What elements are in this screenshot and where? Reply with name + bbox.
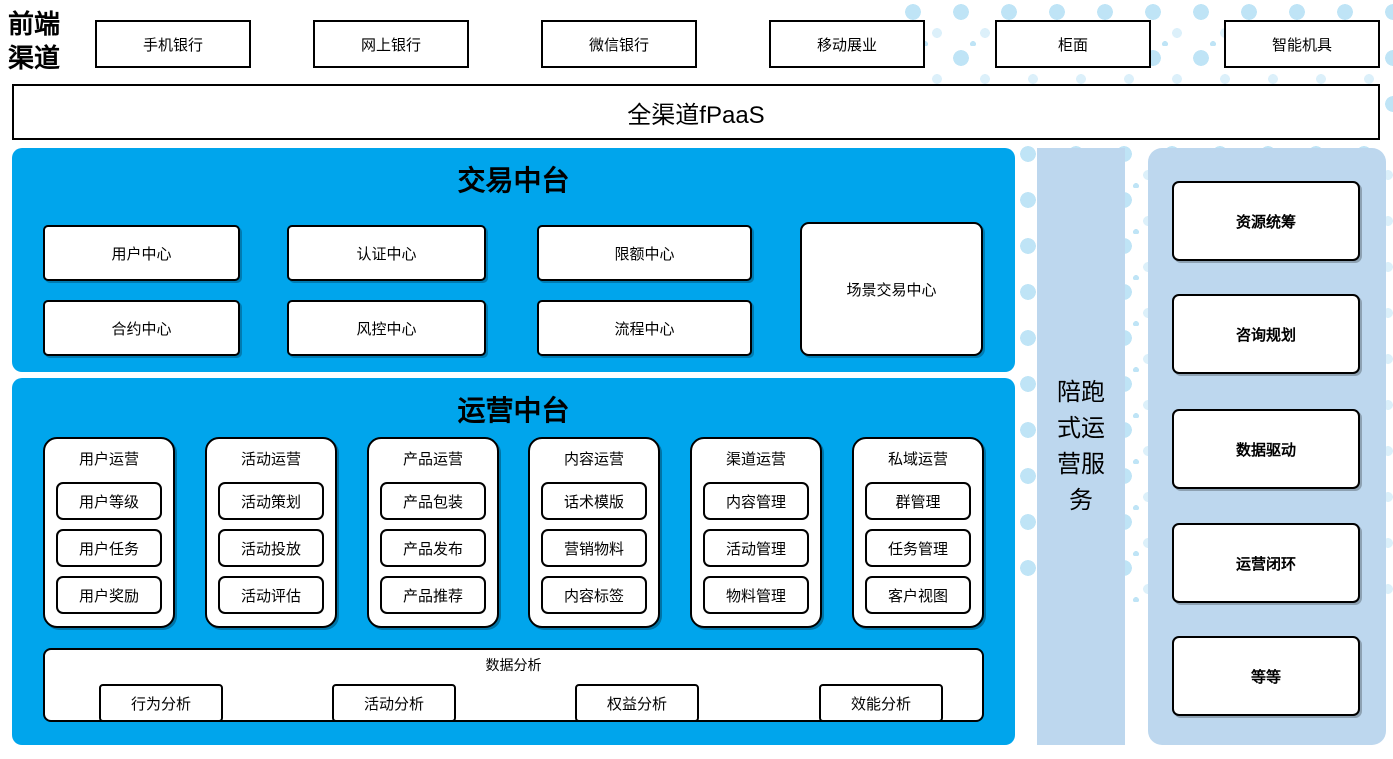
group-item: 内容管理 bbox=[703, 482, 809, 520]
center-box-process: 流程中心 bbox=[537, 300, 752, 356]
group-title: 渠道运营 bbox=[725, 451, 786, 468]
analysis-item-activity: 活动分析 bbox=[332, 684, 456, 722]
group-item: 任务管理 bbox=[865, 529, 971, 567]
service-box-resource-coordination: 资源统筹 bbox=[1172, 181, 1360, 261]
group-item: 客户视图 bbox=[865, 576, 971, 614]
accompanying-service-strip: 陪跑式运营服务 bbox=[1037, 148, 1125, 745]
center-box-risk: 风控中心 bbox=[287, 300, 486, 356]
group-user-operation: 用户运营 用户等级 用户任务 用户奖励 bbox=[43, 437, 175, 628]
group-item: 活动策划 bbox=[218, 482, 324, 520]
group-channel-operation: 渠道运营 内容管理 活动管理 物料管理 bbox=[690, 437, 822, 628]
group-item: 产品推荐 bbox=[380, 576, 486, 614]
channel-box-wechat-banking: 微信银行 bbox=[541, 20, 697, 68]
group-content-operation: 内容运营 话术模版 营销物料 内容标签 bbox=[528, 437, 660, 628]
fpaas-bar: 全渠道fPaaS bbox=[12, 84, 1380, 140]
center-box-scene-transaction: 场景交易中心 bbox=[800, 222, 983, 356]
channel-box-mobile-outreach: 移动展业 bbox=[769, 20, 925, 68]
transaction-platform-panel: 交易中台 用户中心 认证中心 限额中心 合约中心 风控中心 流程中心 场景交易中… bbox=[12, 148, 1015, 372]
service-box-operation-loop: 运营闭环 bbox=[1172, 523, 1360, 603]
group-title: 内容运营 bbox=[563, 451, 624, 468]
service-box-data-driven: 数据驱动 bbox=[1172, 409, 1360, 489]
group-item: 活动投放 bbox=[218, 529, 324, 567]
group-item: 活动评估 bbox=[218, 576, 324, 614]
group-title: 用户运营 bbox=[78, 451, 139, 468]
data-analysis-box: 数据分析 行为分析 活动分析 权益分析 效能分析 bbox=[43, 648, 984, 722]
group-private-domain-operation: 私域运营 群管理 任务管理 客户视图 bbox=[852, 437, 984, 628]
front-channels-label: 前端渠道 bbox=[8, 10, 61, 73]
operation-platform-title: 运营中台 bbox=[457, 395, 570, 426]
operation-platform-panel: 运营中台 用户运营 用户等级 用户任务 用户奖励 活动运营 活动策划 活动投放 … bbox=[12, 378, 1015, 745]
group-item: 用户等级 bbox=[56, 482, 162, 520]
transaction-platform-title: 交易中台 bbox=[457, 165, 570, 196]
group-item: 用户奖励 bbox=[56, 576, 162, 614]
group-title: 私域运营 bbox=[887, 451, 948, 468]
group-item: 用户任务 bbox=[56, 529, 162, 567]
data-analysis-title: 数据分析 bbox=[485, 657, 542, 673]
group-item: 活动管理 bbox=[703, 529, 809, 567]
accompanying-service-label: 陪跑式运营服务 bbox=[1057, 378, 1105, 514]
group-item: 内容标签 bbox=[541, 576, 647, 614]
group-activity-operation: 活动运营 活动策划 活动投放 活动评估 bbox=[205, 437, 337, 628]
group-product-operation: 产品运营 产品包装 产品发布 产品推荐 bbox=[367, 437, 499, 628]
center-box-user: 用户中心 bbox=[43, 225, 240, 281]
service-box-consulting-planning: 咨询规划 bbox=[1172, 294, 1360, 374]
group-item: 话术模版 bbox=[541, 482, 647, 520]
group-item: 群管理 bbox=[865, 482, 971, 520]
service-box-etc: 等等 bbox=[1172, 636, 1360, 716]
group-item: 物料管理 bbox=[703, 576, 809, 614]
group-title: 产品运营 bbox=[402, 451, 463, 468]
analysis-item-behavior: 行为分析 bbox=[99, 684, 223, 722]
channel-box-mobile-banking: 手机银行 bbox=[95, 20, 251, 68]
center-box-limit: 限额中心 bbox=[537, 225, 752, 281]
center-box-auth: 认证中心 bbox=[287, 225, 486, 281]
channel-box-smart-devices: 智能机具 bbox=[1224, 20, 1380, 68]
group-item: 产品发布 bbox=[380, 529, 486, 567]
center-box-contract: 合约中心 bbox=[43, 300, 240, 356]
group-title: 活动运营 bbox=[240, 451, 301, 468]
channel-box-counter: 柜面 bbox=[995, 20, 1151, 68]
channel-box-online-banking: 网上银行 bbox=[313, 20, 469, 68]
group-item: 营销物料 bbox=[541, 529, 647, 567]
analysis-item-efficiency: 效能分析 bbox=[819, 684, 943, 722]
service-capability-panel: 资源统筹 咨询规划 数据驱动 运营闭环 等等 bbox=[1148, 148, 1386, 745]
analysis-item-rights: 权益分析 bbox=[575, 684, 699, 722]
group-item: 产品包装 bbox=[380, 482, 486, 520]
